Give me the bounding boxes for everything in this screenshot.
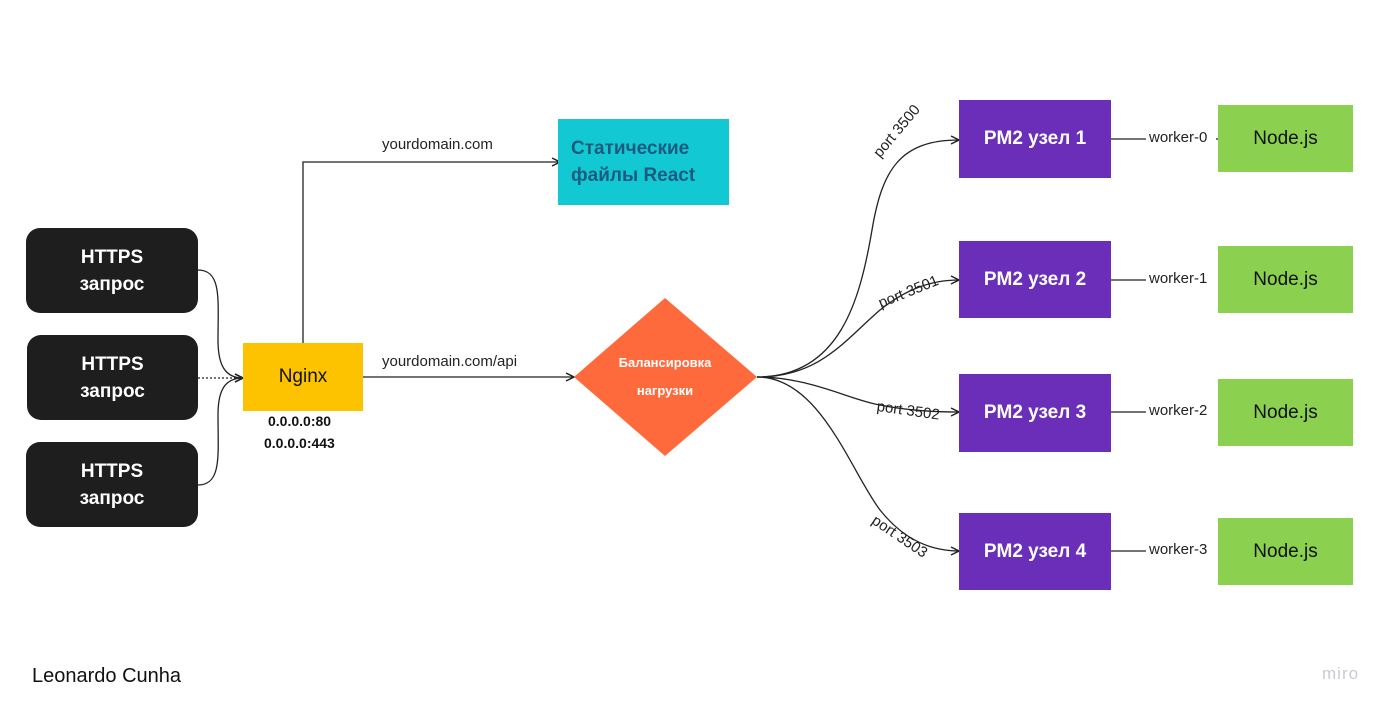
author-name: Leonardo Cunha bbox=[32, 665, 182, 687]
port-3502-connector bbox=[756, 376, 959, 412]
balancer-label-line1: Балансировка bbox=[618, 355, 712, 370]
pm2-node-label: PM2 узел 2 bbox=[983, 268, 1087, 290]
request-label-line2: запрос bbox=[80, 380, 145, 402]
https-request-3[interactable]: HTTPS запрос bbox=[26, 442, 198, 527]
port-3503-connector bbox=[756, 376, 959, 551]
static-connector bbox=[302, 162, 560, 343]
request-1-connector bbox=[197, 269, 243, 378]
nginx-node[interactable]: Nginx bbox=[243, 343, 363, 411]
nodejs-node-3[interactable]: Node.js bbox=[1218, 379, 1353, 446]
nodejs-label: Node.js bbox=[1253, 127, 1318, 149]
nginx-address-443: 0.0.0.0:443 bbox=[264, 435, 335, 451]
miro-logo[interactable]: miro bbox=[1322, 664, 1360, 683]
port-3500-connector bbox=[756, 140, 959, 378]
pm2-node-3[interactable]: PM2 узел 3 bbox=[959, 374, 1111, 452]
pm2-node-label: PM2 узел 4 bbox=[983, 540, 1087, 562]
api-route-label: yourdomain.com/api bbox=[382, 353, 518, 370]
nodejs-node-4[interactable]: Node.js bbox=[1218, 518, 1353, 585]
worker-2-label: worker-2 bbox=[1149, 402, 1208, 419]
balancer-label-line2: нагрузки bbox=[636, 383, 694, 398]
worker-3-label: worker-3 bbox=[1149, 541, 1208, 558]
static-route-label: yourdomain.com bbox=[382, 136, 493, 153]
pm2-node-2[interactable]: PM2 узел 2 bbox=[959, 241, 1111, 318]
pm2-node-1[interactable]: PM2 узел 1 bbox=[959, 100, 1111, 178]
request-label-line1: HTTPS bbox=[80, 246, 144, 268]
pm2-node-label: PM2 узел 1 bbox=[983, 128, 1087, 149]
load-balancer-label[interactable]: Балансировка нагрузки bbox=[595, 349, 735, 405]
nginx-label: Nginx bbox=[278, 366, 328, 387]
request-label-line1: HTTPS bbox=[81, 353, 144, 375]
https-request-2[interactable]: HTTPS запрос bbox=[27, 335, 198, 420]
nodejs-node-2[interactable]: Node.js bbox=[1218, 246, 1353, 313]
worker-0-label: worker-0 bbox=[1149, 129, 1208, 146]
pm2-node-label: PM2 узел 3 bbox=[983, 402, 1087, 423]
load-balancer-diamond bbox=[574, 298, 757, 456]
nginx-address-80: 0.0.0.0:80 bbox=[268, 413, 332, 429]
request-label-line1: HTTPS bbox=[80, 460, 144, 482]
static-label-line1: Статические bbox=[571, 138, 690, 159]
https-request-1[interactable]: HTTPS запрос bbox=[26, 228, 198, 313]
request-label-line2: запрос bbox=[79, 273, 145, 295]
port-3501-connector bbox=[756, 280, 959, 378]
static-react-files-node[interactable]: Статические файлы React bbox=[558, 119, 729, 205]
nodejs-label: Node.js bbox=[1253, 540, 1318, 562]
nodejs-label: Node.js bbox=[1253, 268, 1318, 290]
worker-1-label: worker-1 bbox=[1149, 270, 1208, 287]
nodejs-label: Node.js bbox=[1253, 401, 1318, 423]
nodejs-node-1[interactable]: Node.js bbox=[1218, 105, 1353, 172]
request-3-connector bbox=[197, 377, 244, 486]
request-label-line2: запрос bbox=[79, 487, 145, 509]
static-label-line2: файлы React bbox=[571, 165, 696, 186]
pm2-node-4[interactable]: PM2 узел 4 bbox=[959, 513, 1111, 590]
